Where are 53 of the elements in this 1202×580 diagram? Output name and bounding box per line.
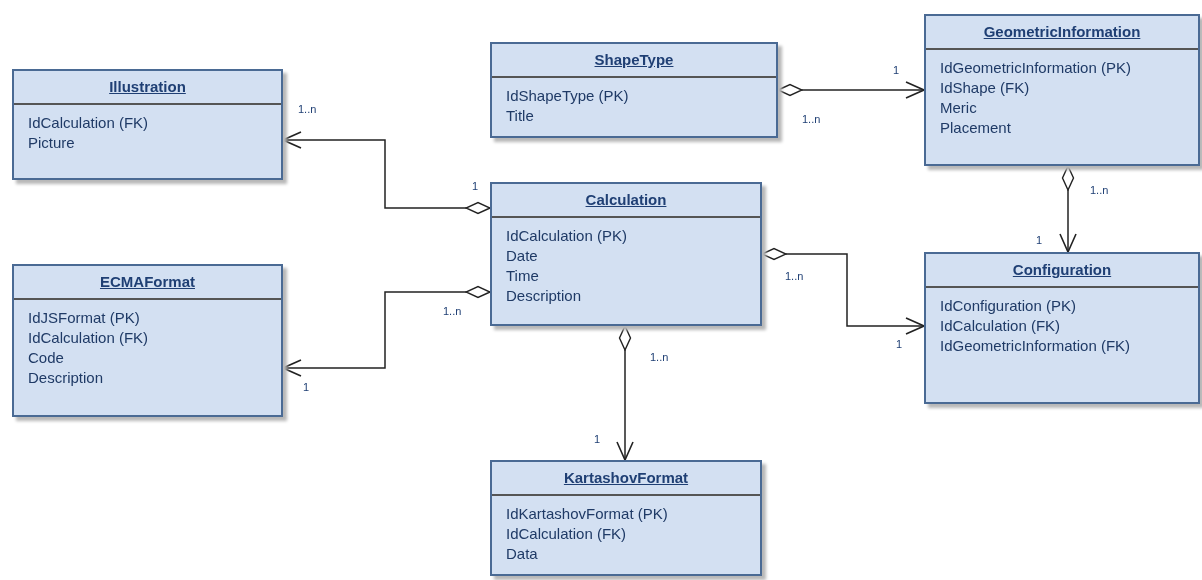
multiplicity-label: 1	[893, 64, 900, 76]
class-box	[490, 182, 762, 326]
attribute-text: IdJSFormat (PK)	[28, 308, 141, 328]
class-box	[924, 252, 1200, 404]
class-name: Configuration	[926, 254, 1198, 288]
class-name: GeometricInformation	[926, 16, 1198, 50]
multiplicity-label: 1..n	[650, 351, 669, 363]
multiplicity-label: 1..n	[443, 305, 462, 317]
attribute-text: Time	[506, 266, 540, 286]
attribute-text: Placement	[940, 118, 1012, 138]
class-name: ShapeType	[492, 44, 776, 78]
multiplicity-label: 1	[472, 180, 479, 192]
class-box	[490, 460, 762, 576]
attribute-text: Description	[506, 286, 583, 306]
class-box	[12, 69, 283, 180]
attribute-text: Meric	[940, 98, 978, 118]
multiplicity-label: 1..n	[1090, 184, 1109, 196]
aggregation-connector	[282, 285, 491, 377]
attribute-text: IdConfiguration (PK)	[940, 296, 1077, 316]
multiplicity-label: 1..n	[802, 113, 821, 125]
class-box	[924, 14, 1200, 166]
aggregation-connector	[761, 247, 925, 335]
attribute-text: IdKartashovFormat (PK)	[506, 504, 669, 524]
attribute-text: IdCalculation (FK)	[940, 316, 1062, 336]
multiplicity-label: 1..n	[298, 103, 317, 115]
attribute-text: IdShape (FK)	[940, 78, 1031, 98]
attribute-text: Date	[506, 246, 539, 266]
attribute-text: Code	[28, 348, 65, 368]
attribute-text: Title	[506, 106, 535, 126]
aggregation-connector	[616, 325, 634, 461]
attribute-text: IdCalculation (FK)	[506, 524, 628, 544]
attribute-text: IdShapeType (PK)	[506, 86, 630, 106]
attribute-text: Description	[28, 368, 105, 388]
attribute-text: IdGeometricInformation (FK)	[940, 336, 1132, 356]
multiplicity-label: 1	[303, 381, 310, 393]
class-box	[490, 42, 778, 138]
attribute-text: IdCalculation (FK)	[28, 113, 150, 133]
attribute-text: Picture	[28, 133, 76, 153]
attribute-text: IdCalculation (PK)	[506, 226, 628, 246]
multiplicity-label: 1	[594, 433, 601, 445]
attribute-text: IdGeometricInformation (PK)	[940, 58, 1132, 78]
class-name: Calculation	[492, 184, 760, 218]
attribute-text: Data	[506, 544, 539, 564]
class-box	[12, 264, 283, 417]
aggregation-connector	[1059, 165, 1077, 253]
class-name: KartashovFormat	[492, 462, 760, 496]
class-name: Illustration	[14, 71, 281, 105]
aggregation-connector	[282, 131, 491, 215]
aggregation-connector	[777, 81, 925, 99]
multiplicity-label: 1	[896, 338, 903, 350]
attribute-text: IdCalculation (FK)	[28, 328, 150, 348]
multiplicity-label: 1..n	[785, 270, 804, 282]
class-name: ECMAFormat	[14, 266, 281, 300]
